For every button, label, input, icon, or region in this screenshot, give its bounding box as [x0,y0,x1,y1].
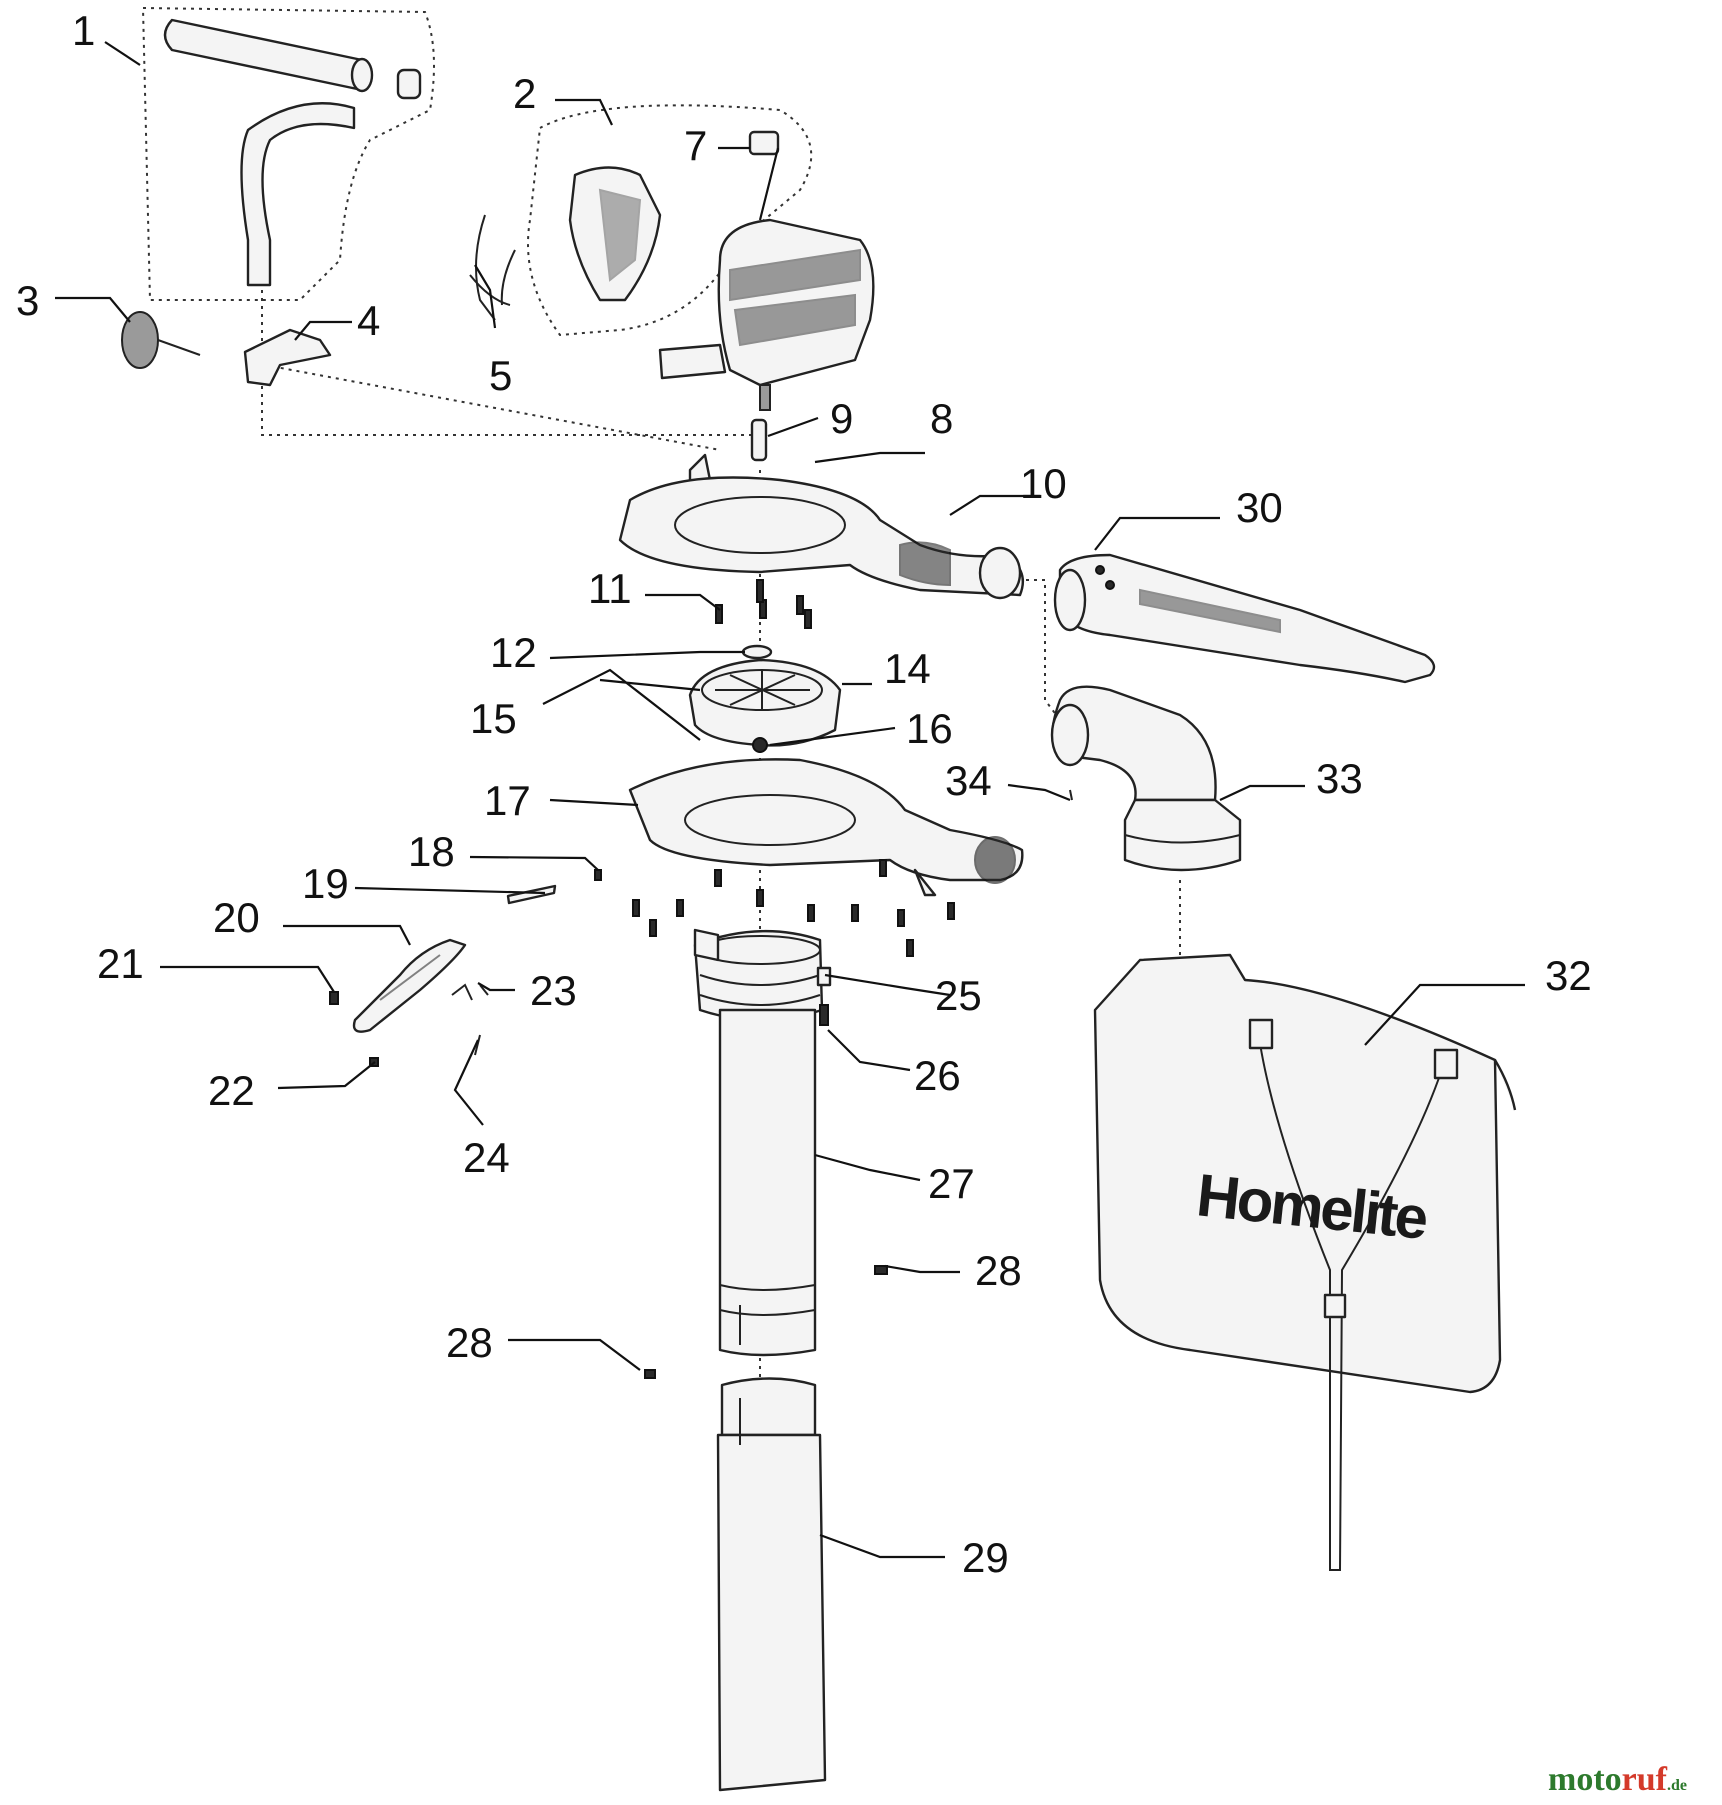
trigger-group [329,884,557,1067]
collection-bag: Homelite [1093,953,1517,1571]
callout-12: 12 [490,629,537,676]
callout-8: 8 [930,395,953,442]
handle-assembly [163,18,422,287]
callout-22: 22 [208,1067,255,1114]
callout-1: 1 [72,7,95,54]
engine-assembly [568,130,875,411]
upper-blower-housing [618,453,1025,600]
housing-screws [715,579,812,629]
callout-20: 20 [213,894,260,941]
lower-tube [644,1369,827,1792]
callout-26: 26 [914,1052,961,1099]
callout-14: 14 [884,645,931,692]
callout-34: 34 [945,757,992,804]
blower-nozzle [1053,553,1436,684]
callout-19: 19 [302,860,349,907]
bag-elbow-adapter [1050,685,1242,872]
callout-25: 25 [935,972,982,1019]
throttle-parts [121,311,332,387]
impeller-group [688,644,842,753]
callout-10: 10 [1020,460,1067,507]
vacuum-tube [718,1008,888,1357]
callout-5: 5 [489,352,512,399]
callout-32: 32 [1545,952,1592,999]
callout-24: 24 [463,1134,510,1181]
callout-33: 33 [1316,755,1363,802]
callout-7: 7 [684,122,707,169]
callout-21: 21 [97,940,144,987]
watermark-prefix: moto [1548,1761,1622,1798]
callout-9: 9 [830,395,853,442]
callout-27: 27 [928,1160,975,1207]
callout-2: 2 [513,70,536,117]
lower-screws [594,859,955,957]
callout-28-upper: 28 [975,1247,1022,1294]
watermark-middle: ruf [1622,1761,1668,1798]
callout-23: 23 [530,967,577,1014]
callout-29: 29 [962,1534,1009,1581]
callout-labels: 1 2 3 4 5 7 8 9 10 11 12 14 15 16 17 18 … [16,7,1592,1581]
watermark-suffix: .de [1667,1777,1687,1794]
lower-blower-housing [628,758,1024,897]
svg-text:motoruf.de: motoruf.de [1548,1761,1687,1798]
callout-11: 11 [588,565,632,612]
callout-4: 4 [357,297,380,344]
callout-30: 30 [1236,484,1283,531]
callout-3: 3 [16,277,39,324]
callout-18: 18 [408,828,455,875]
watermark-logo: motoruf.de [1548,1761,1687,1798]
callout-17: 17 [484,777,531,824]
callout-28-lower: 28 [446,1319,493,1366]
leader-lines [55,41,1525,1559]
callout-16: 16 [906,705,953,752]
drive-shaft [750,418,768,462]
callout-15: 15 [470,695,517,742]
